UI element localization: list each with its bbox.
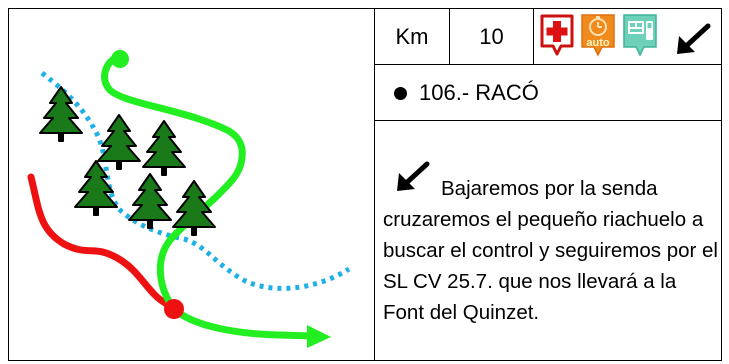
route-sketch: [8, 8, 375, 361]
control-bullet-icon: [394, 87, 407, 100]
turn-down-left-icon: [677, 23, 711, 54]
direction-arrow-icon: [397, 161, 430, 191]
tree-icon: [142, 120, 186, 176]
km-label: Km: [375, 9, 450, 64]
route-arrowhead: [307, 325, 331, 348]
tree-icon: [128, 173, 172, 229]
stream-path: [40, 71, 351, 291]
svg-text:auto: auto: [586, 37, 610, 49]
electronic-card-icon: [623, 14, 657, 57]
km-value: 10: [450, 9, 534, 64]
auto-timer-icon: auto: [581, 14, 615, 57]
control-name: 106.- RACÓ: [419, 80, 539, 105]
tree-icon: [74, 160, 118, 216]
tree-icon: [39, 86, 83, 142]
route-description-text: Bajaremos por la senda cruzaremos el peq…: [383, 177, 718, 324]
route-sketch-svg: [27, 50, 351, 348]
other-route-path: [27, 173, 178, 311]
description-row: Bajaremos por la senda cruzaremos el peq…: [375, 121, 721, 361]
trees: [39, 86, 216, 236]
own-route-path: [101, 53, 318, 340]
control-point: [164, 299, 184, 319]
tree-icon: [172, 180, 216, 236]
first-aid-icon: [540, 14, 574, 56]
info-panel: Km 10 auto: [374, 8, 722, 361]
service-icons: auto: [537, 9, 721, 64]
route-description: Bajaremos por la senda cruzaremos el peq…: [383, 173, 719, 328]
tree-icon: [97, 114, 141, 170]
control-row: 106.- RACÓ: [375, 65, 721, 121]
start-circle: [111, 50, 129, 68]
distance-row: Km 10 auto: [375, 9, 721, 65]
